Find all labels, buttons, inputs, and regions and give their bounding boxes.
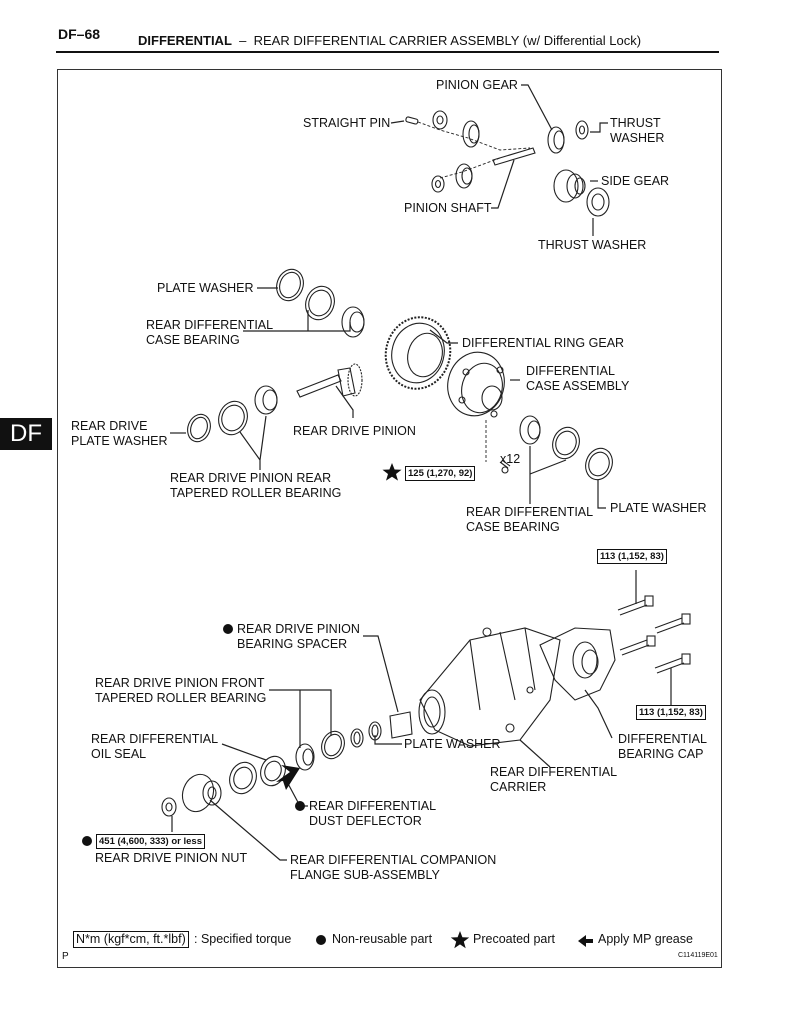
- oil-seal-part: [260, 755, 286, 787]
- label-rear-drive-plate-washer: REAR DRIVE PLATE WASHER: [71, 419, 168, 448]
- label-straight-pin: STRAIGHT PIN: [303, 116, 391, 130]
- diff-case-part: [447, 351, 505, 418]
- ring-gear-part: [384, 316, 452, 390]
- figure-code: C114119E01: [678, 952, 718, 959]
- label-pinion-gear: PINION GEAR: [436, 78, 518, 92]
- companion-flange-part: [181, 773, 222, 813]
- label-case-bearing-2: REAR DIFFERENTIAL CASE BEARING: [466, 505, 594, 534]
- label-oil-seal: REAR DIFFERENTIAL OIL SEAL: [91, 732, 219, 761]
- label-side-gear: SIDE GEAR: [601, 174, 670, 188]
- legend-icons: [316, 931, 593, 949]
- spacer-and-washers: [350, 711, 413, 748]
- page-title: DIFFERENTIAL – REAR DIFFERENTIAL CARRIER…: [138, 33, 641, 48]
- small-pinion-gear-left: [431, 110, 480, 193]
- pinion-shaft-part: [492, 147, 536, 166]
- dust-deflector-part: [229, 761, 257, 795]
- title-separator: –: [239, 33, 247, 48]
- legend-torque-desc: : Specified torque: [194, 932, 292, 946]
- label-bearing-spacer: REAR DRIVE PINION BEARING SPACER: [237, 622, 360, 651]
- torque-cap-bolt-top: 113 (1,152, 83): [597, 549, 667, 564]
- markers: [82, 463, 402, 846]
- rear-bearing-part: [187, 385, 278, 443]
- page-mark: P: [62, 951, 69, 962]
- label-ring-gear: DIFFERENTIAL RING GEAR: [462, 336, 625, 350]
- front-bearing-part: [295, 730, 345, 771]
- label-thrust-washer-top: THRUST WASHER: [610, 116, 665, 145]
- torque-pinion-nut: 451 (4,600, 333) or less: [96, 834, 205, 849]
- torque-cap-bolt-bottom: 113 (1,152, 83): [636, 705, 706, 720]
- cap-bolts: [617, 595, 691, 674]
- pinion-gear-right: [547, 120, 589, 154]
- legend-precoated: Precoated part: [473, 932, 555, 946]
- label-companion-flange: REAR DIFFERENTIAL COMPANION FLANGE SUB-A…: [290, 853, 497, 882]
- page-number: DF–68: [58, 26, 101, 42]
- label-dust-deflector: REAR DIFFERENTIAL DUST DEFLECTOR: [309, 799, 437, 828]
- label-plate-washer-1: PLATE WASHER: [157, 281, 254, 295]
- section-tab[interactable]: DF: [0, 418, 52, 450]
- label-thrust-washer-bottom: THRUST WASHER: [538, 238, 647, 252]
- dashed-leaders: [417, 121, 531, 462]
- bearing-cap-part: [539, 627, 616, 701]
- label-diff-case-assembly: DIFFERENTIAL CASE ASSEMBLY: [526, 364, 630, 393]
- pinion-shaft-drive: [296, 363, 363, 398]
- torque-ring-gear-bolt: 125 (1,270, 92): [405, 466, 476, 481]
- straight-pin-part: [405, 116, 419, 125]
- page-subtitle: REAR DIFFERENTIAL CARRIER ASSEMBLY (w/ D…: [253, 33, 642, 48]
- plate-washer-ring-1: [276, 268, 304, 302]
- label-rear-bearing: REAR DRIVE PINION REAR TAPERED ROLLER BE…: [170, 471, 342, 500]
- legend-mp-grease: Apply MP grease: [598, 932, 693, 946]
- label-plate-washer-3: PLATE WASHER: [404, 737, 501, 751]
- label-diff-bearing-cap: DIFFERENTIAL BEARING CAP: [618, 732, 707, 761]
- diagram-frame: [57, 69, 722, 968]
- ring-gear-bolt: [499, 459, 511, 474]
- case-bearing-ring-1: [305, 285, 365, 338]
- label-diff-carrier: REAR DIFFERENTIAL CARRIER: [490, 765, 618, 794]
- label-case-bearing-1: REAR DIFFERENTIAL CASE BEARING: [146, 318, 274, 347]
- pinion-nut-part: [161, 797, 177, 817]
- side-gear-part: [553, 169, 610, 217]
- carrier-housing: [418, 627, 561, 747]
- label-pinion-nut: REAR DRIVE PINION NUT: [95, 851, 248, 865]
- label-bolt-count: x12: [500, 452, 521, 466]
- label-plate-washer-2: PLATE WASHER: [610, 501, 707, 515]
- label-pinion-shaft: PINION SHAFT: [404, 201, 492, 215]
- label-rear-drive-pinion: REAR DRIVE PINION: [293, 424, 416, 438]
- legend-non-reusable: Non-reusable part: [332, 932, 433, 946]
- section-name: DIFFERENTIAL: [138, 33, 232, 48]
- case-bearing-ring-2: [519, 415, 613, 481]
- leader-lines: [170, 84, 672, 861]
- legend-torque-unit: N*m (kgf*cm, ft.*lbf): [73, 931, 189, 948]
- header-rule: [56, 51, 719, 53]
- label-front-bearing: REAR DRIVE PINION FRONT TAPERED ROLLER B…: [95, 676, 267, 705]
